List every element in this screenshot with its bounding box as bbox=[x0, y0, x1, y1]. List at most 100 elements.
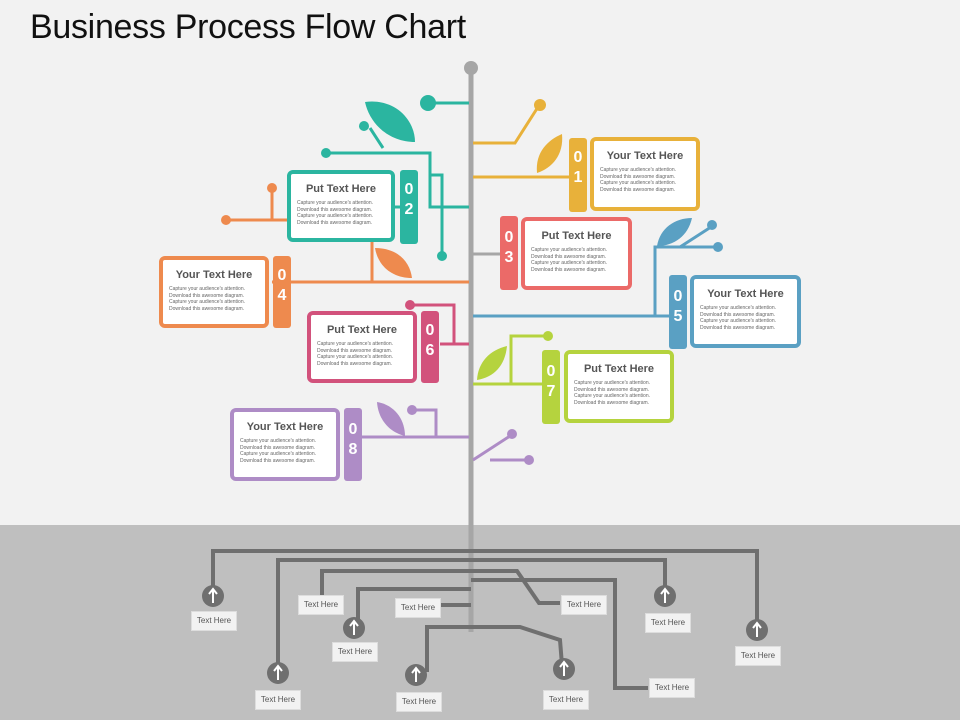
card-06-heading: Put Text Here bbox=[326, 324, 398, 336]
branch-02-dot-a bbox=[321, 148, 331, 158]
root-label-10: Text Here bbox=[649, 678, 695, 698]
root-label-9: Text Here bbox=[645, 613, 691, 633]
branch-07-dot bbox=[543, 331, 553, 341]
card-02-line: Download this awesome diagram. bbox=[297, 206, 373, 213]
card-08-line: Download this awesome diagram. bbox=[240, 457, 316, 464]
card-04-digit: 0 bbox=[277, 267, 287, 284]
root-label-7: Text Here bbox=[543, 690, 589, 710]
branch-01-dot bbox=[534, 99, 546, 111]
card-07[interactable]: Put Text Here Capture your audience's at… bbox=[564, 350, 674, 423]
card-04-number-tab: 0 4 bbox=[273, 256, 291, 328]
card-01[interactable]: Your Text Here Capture your audience's a… bbox=[590, 137, 700, 211]
card-08-digit: 0 bbox=[348, 421, 358, 438]
card-04[interactable]: Your Text Here Capture your audience's a… bbox=[159, 256, 269, 328]
trunk-top-knob bbox=[464, 61, 478, 75]
card-02-heading: Put Text Here bbox=[305, 183, 377, 195]
root-arrow-icon-5 bbox=[553, 658, 575, 680]
card-08-line: Capture your audience's attention. bbox=[240, 438, 317, 444]
card-07-line: Capture your audience's attention. bbox=[574, 380, 651, 386]
card-08[interactable]: Your Text Here Capture your audience's a… bbox=[230, 408, 340, 481]
root-arrow-icon-2 bbox=[267, 662, 289, 684]
card-07-body: Capture your audience's attention. Downl… bbox=[574, 380, 666, 406]
card-01-line: Capture your audience's attention. bbox=[600, 180, 677, 186]
card-06-body: Capture your audience's attention. Downl… bbox=[317, 341, 409, 367]
card-03-line: Capture your audience's attention. bbox=[531, 247, 608, 253]
branch-01 bbox=[473, 106, 571, 179]
branch-08-dot-c bbox=[524, 455, 534, 465]
card-08-heading: Your Text Here bbox=[246, 421, 324, 433]
branch-08-dot-a bbox=[407, 405, 417, 415]
card-01-heading: Your Text Here bbox=[606, 150, 684, 162]
root-label-2: Text Here bbox=[255, 690, 301, 710]
card-02[interactable]: Put Text Here Capture your audience's at… bbox=[287, 170, 395, 242]
card-08-line: Download this awesome diagram. bbox=[240, 444, 316, 451]
card-03-number-tab: 0 3 bbox=[500, 216, 518, 290]
roots bbox=[211, 549, 759, 690]
leaf-blue-icon bbox=[657, 218, 692, 246]
root-label-6: Text Here bbox=[396, 692, 442, 712]
card-06[interactable]: Put Text Here Capture your audience's at… bbox=[307, 311, 417, 383]
root-arrow-icons bbox=[202, 585, 768, 686]
card-01-digit: 0 bbox=[573, 149, 583, 166]
branch-08-dot-b bbox=[507, 429, 517, 439]
card-07-digit: 0 bbox=[546, 363, 556, 380]
card-05-digit: 0 bbox=[673, 288, 683, 305]
card-06-number-tab: 0 6 bbox=[421, 311, 439, 383]
card-02-line: Download this awesome diagram. bbox=[297, 219, 373, 226]
root-label-11: Text Here bbox=[735, 646, 781, 666]
branch-02-knob bbox=[420, 95, 436, 111]
page-title: Business Process Flow Chart bbox=[30, 8, 466, 46]
root-arrow-icon-6 bbox=[654, 585, 676, 607]
card-03-body: Capture your audience's attention. Downl… bbox=[531, 247, 624, 273]
card-03[interactable]: Put Text Here Capture your audience's at… bbox=[521, 217, 632, 290]
leaf-orange-icon bbox=[375, 248, 412, 278]
card-05-line: Download this awesome diagram. bbox=[700, 324, 776, 331]
branch-02 bbox=[330, 101, 469, 256]
card-07-line: Capture your audience's attention. bbox=[574, 393, 651, 399]
card-02-digit: 0 bbox=[404, 181, 414, 198]
card-05-line: Download this awesome diagram. bbox=[700, 311, 776, 318]
card-06-line: Download this awesome diagram. bbox=[317, 360, 393, 367]
branch-07 bbox=[473, 334, 546, 386]
card-05[interactable]: Your Text Here Capture your audience's a… bbox=[690, 275, 801, 348]
card-05-digit: 5 bbox=[673, 308, 683, 325]
card-01-line: Download this awesome diagram. bbox=[600, 173, 676, 180]
card-07-number-tab: 0 7 bbox=[542, 350, 560, 424]
card-05-heading: Your Text Here bbox=[707, 288, 784, 300]
card-06-digit: 6 bbox=[425, 342, 435, 359]
card-04-line: Capture your audience's attention. bbox=[169, 286, 246, 292]
root-label-8: Text Here bbox=[561, 595, 607, 615]
card-01-number-tab: 0 1 bbox=[569, 138, 587, 212]
card-05-body: Capture your audience's attention. Downl… bbox=[700, 305, 793, 331]
branch-05-dot-a bbox=[713, 242, 723, 252]
card-01-line: Capture your audience's attention. bbox=[600, 167, 677, 173]
card-07-digit: 7 bbox=[546, 383, 556, 400]
card-07-line: Download this awesome diagram. bbox=[574, 399, 650, 406]
card-04-heading: Your Text Here bbox=[175, 269, 253, 281]
card-05-number-tab: 0 5 bbox=[669, 275, 687, 349]
leaf-purple-icon bbox=[377, 402, 405, 436]
card-03-line: Capture your audience's attention. bbox=[531, 260, 608, 266]
root-arrow-icon-3 bbox=[343, 617, 365, 639]
leaf-green-icon bbox=[477, 346, 507, 380]
ground-band bbox=[0, 525, 960, 720]
leaf-yellow-icon bbox=[536, 134, 563, 173]
root-label-5: Text Here bbox=[395, 598, 441, 618]
card-06-digit: 0 bbox=[425, 322, 435, 339]
branch-02-dot-c bbox=[359, 121, 369, 131]
root-label-1: Text Here bbox=[191, 611, 237, 631]
card-06-line: Capture your audience's attention. bbox=[317, 354, 394, 360]
card-08-number-tab: 0 8 bbox=[344, 408, 362, 481]
card-04-digit: 4 bbox=[277, 287, 287, 304]
card-05-line: Capture your audience's attention. bbox=[700, 305, 777, 311]
card-03-line: Download this awesome diagram. bbox=[531, 266, 607, 273]
card-07-heading: Put Text Here bbox=[583, 363, 655, 375]
branch-05 bbox=[473, 225, 716, 318]
leaf-teal-icon bbox=[365, 101, 415, 142]
card-02-digit: 2 bbox=[404, 201, 414, 218]
card-06-line: Capture your audience's attention. bbox=[317, 341, 394, 347]
card-03-digit: 0 bbox=[504, 229, 514, 246]
card-07-line: Download this awesome diagram. bbox=[574, 386, 650, 393]
branch-05-dot-b bbox=[707, 220, 717, 230]
card-03-digit: 3 bbox=[504, 249, 514, 266]
